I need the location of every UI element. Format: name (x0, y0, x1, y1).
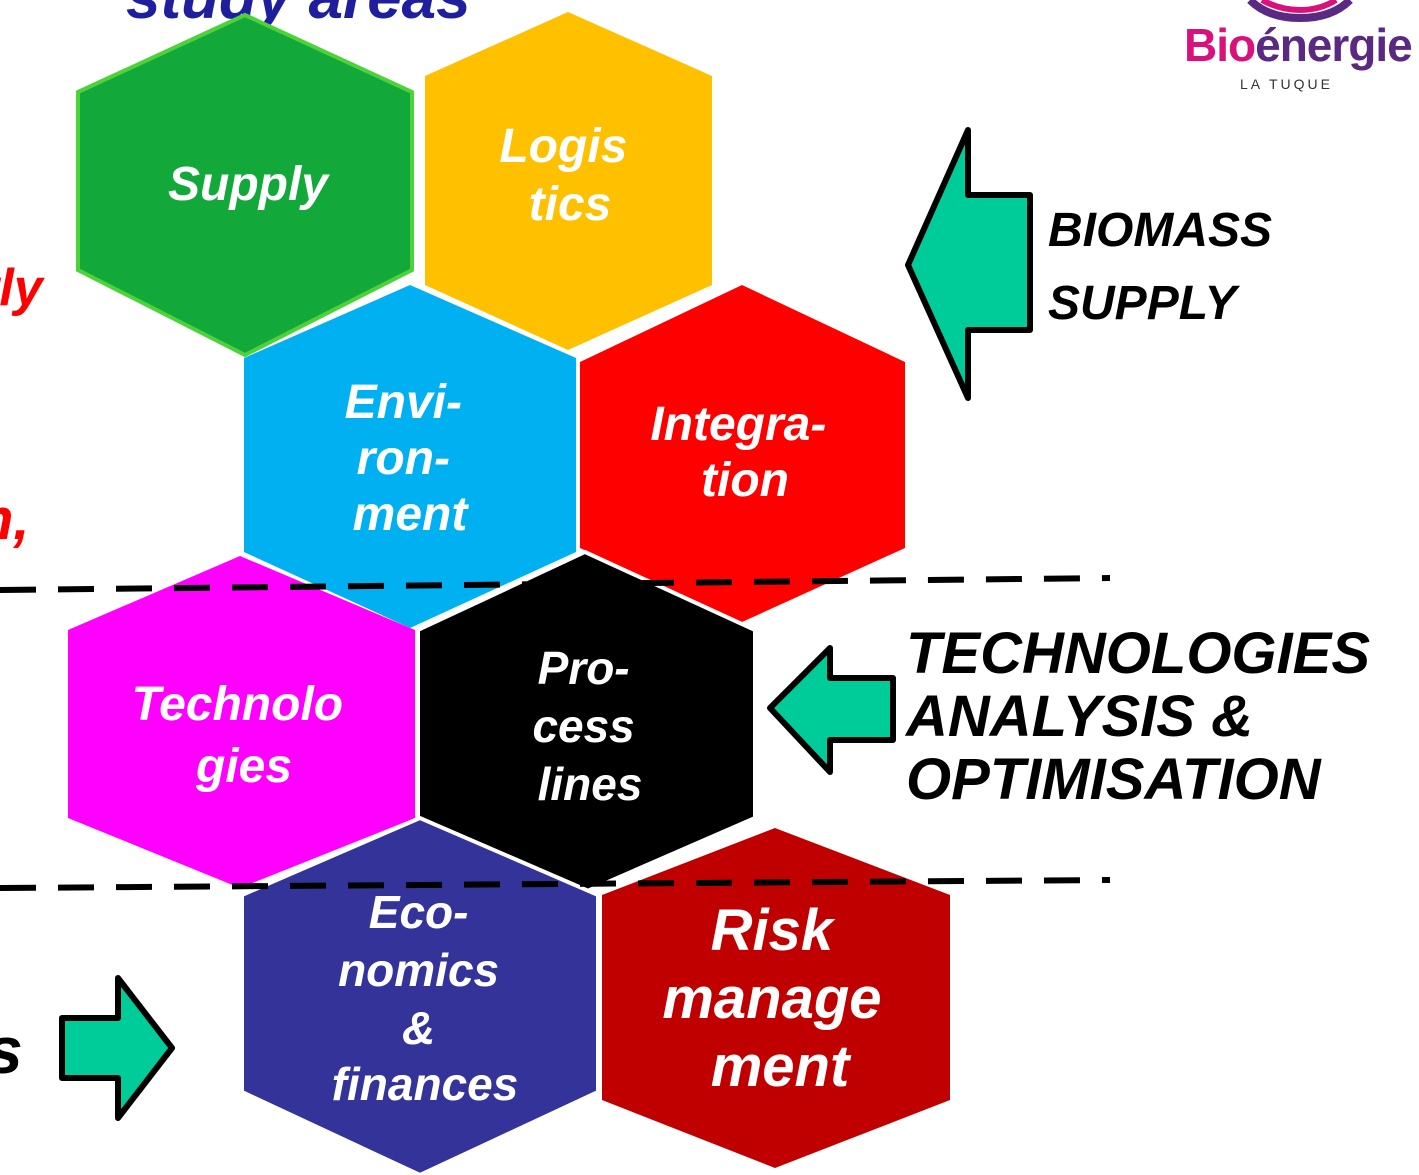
tech-label-line-3: OPTIMISATION (906, 747, 1321, 812)
arrow-left-technologies-icon (767, 645, 896, 775)
hex-supply-label: Supply (168, 158, 330, 211)
hex-supply: Supply (76, 12, 414, 358)
hex-technologies: Technolo gies (68, 556, 415, 888)
separator-line-top (0, 575, 1111, 593)
hex-process-lines: Pro- cess lines (416, 549, 757, 895)
hex-economics: Eco- nomics & finances (240, 815, 600, 1175)
study-areas-title-fragment: study areas (126, 0, 471, 33)
logo-subtitle: LA TUQUE (1240, 76, 1333, 92)
technologies-analysis-label: TECHNOLOGIES ANALYSIS & OPTIMISATION (906, 622, 1370, 811)
hex-environment-label: Envi- ron- ment (345, 376, 476, 541)
bioenergie-logo: Bioénergie LA TUQUE (1150, 0, 1419, 100)
tech-label-line-2: ANALYSIS & (906, 684, 1253, 749)
hex-process-lines-label: Pro- cess lines (532, 642, 647, 810)
hex-environment: Envi- ron- ment (244, 285, 576, 628)
arrow-left-biomass-icon (905, 127, 1033, 401)
red-text-fragment-2: n, (0, 487, 30, 552)
arrow-right-economics-icon (59, 975, 175, 1121)
hex-logistics: Logis tics (425, 12, 712, 350)
red-text-fragment-1: tly (0, 259, 43, 317)
hex-integration: Integra- tion (580, 285, 905, 622)
hex-risk-label: Risk manage ment (662, 898, 897, 1099)
logo-brand: Bioénergie (1184, 19, 1413, 71)
hex-integration-label: Integra- tion (650, 398, 839, 507)
hex-economics-label: Eco- nomics & finances (332, 886, 519, 1110)
biomass-label-line-2: SUPPLY (1048, 277, 1237, 330)
biomass-label-line-1: BIOMASS (1048, 204, 1273, 257)
black-text-fragment: s (0, 1012, 23, 1088)
hex-logistics-label: Logis tics (499, 120, 640, 231)
tech-label-line-1: TECHNOLOGIES (906, 621, 1371, 686)
logo-emblem (1247, 0, 1353, 23)
hex-risk-management: Risk manage ment (602, 828, 950, 1168)
biomass-supply-label: BIOMASS SUPPLY (1048, 194, 1272, 340)
separator-line-bottom (0, 877, 1111, 891)
hex-technologies-label: Technolo gies (132, 678, 357, 793)
